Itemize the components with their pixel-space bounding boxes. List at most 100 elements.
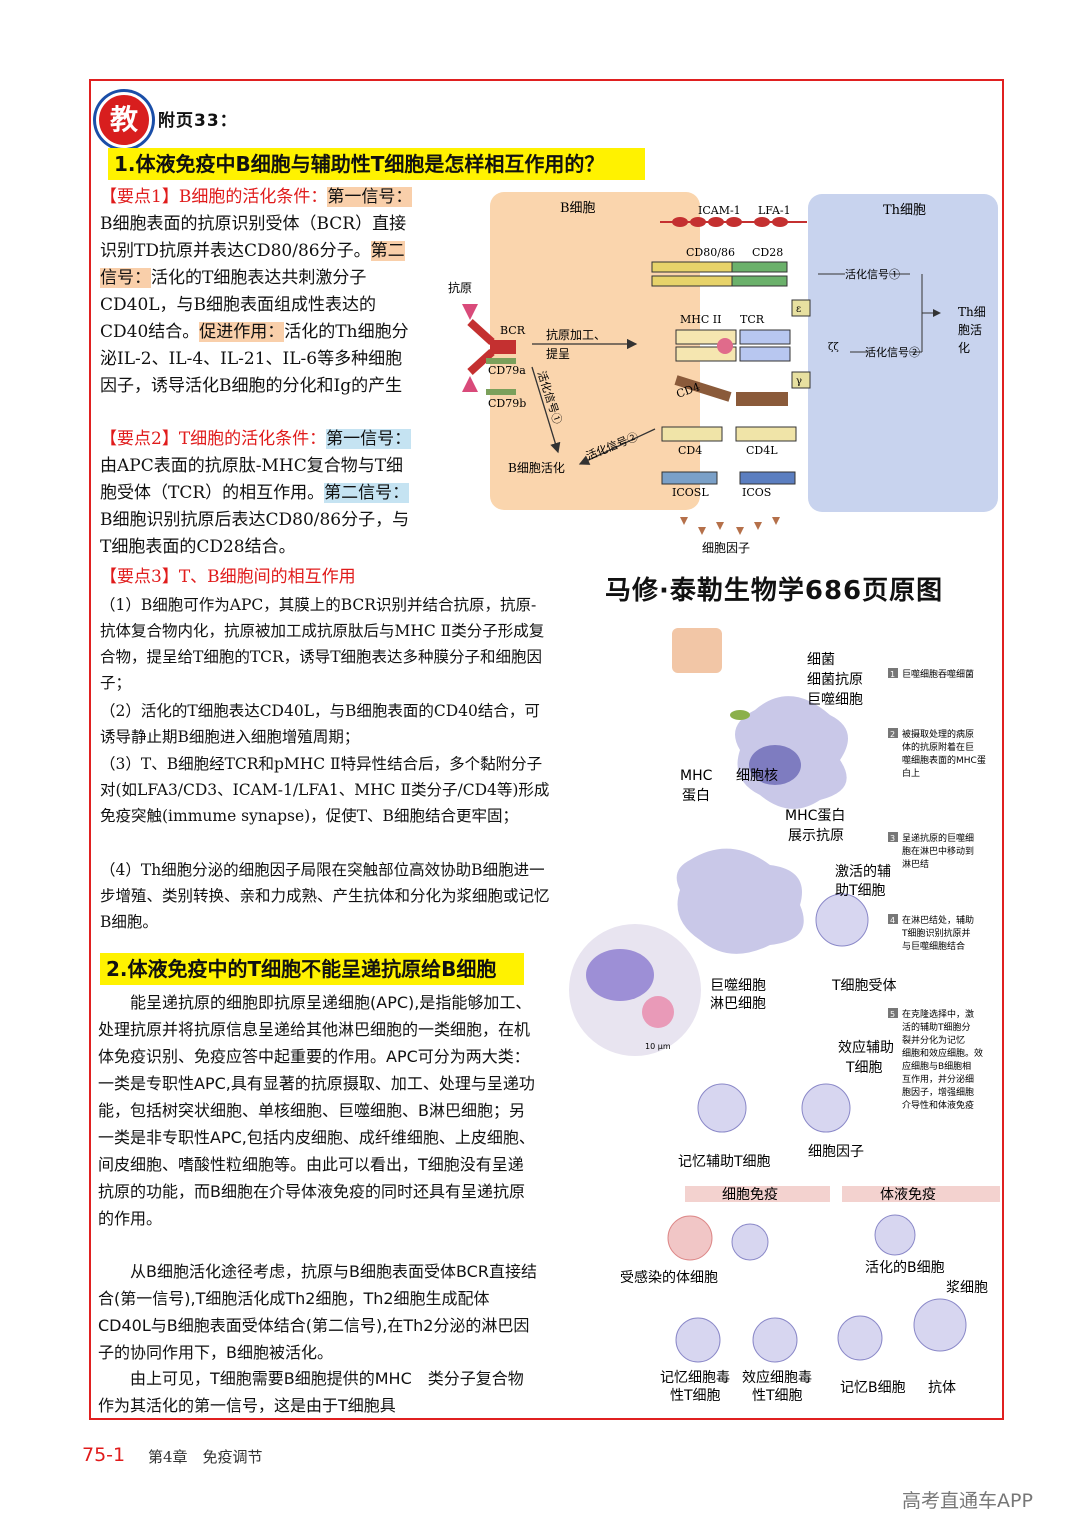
page-number: 75-1 xyxy=(82,1444,126,1466)
cd40-cd40l-pair xyxy=(661,426,797,442)
bcr-label: BCR xyxy=(500,324,526,337)
zeta-label: ζζ xyxy=(828,342,839,353)
kp2-title: T细胞的活化条件： xyxy=(178,429,327,449)
step2-text-c: 噬细胞表面的MHC蛋 xyxy=(902,754,986,766)
figure2-title: 马修·泰勒生物学686页原图 xyxy=(605,576,944,606)
th-signal2-label: 活化信号② xyxy=(865,345,920,359)
label-mem-b: 记忆B细胞 xyxy=(840,1380,906,1396)
activated-helper-t xyxy=(815,893,869,947)
b-activation-label: B细胞活化 xyxy=(508,461,565,475)
cytokine-label: 细胞因子 xyxy=(702,541,750,555)
label-nucleus: 细胞核 xyxy=(736,768,778,784)
label-plasma: 浆细胞 xyxy=(946,1280,988,1296)
label-mhc-2: 蛋白 xyxy=(682,788,710,804)
kp3-tag: 【要点3】 xyxy=(100,567,179,587)
step3-num: 3 xyxy=(890,834,895,843)
step1-marker xyxy=(888,668,898,678)
label-eff-th-1: 效应辅助 xyxy=(838,1039,894,1056)
step5-marker xyxy=(888,1008,898,1018)
key-point-3-title: 【要点3】T、B细胞间的相互作用 xyxy=(100,564,550,591)
processing-label-2: 提呈 xyxy=(546,346,570,361)
label-eff-ct-1: 效应细胞毒 xyxy=(742,1369,812,1386)
label-scale: 10 μm xyxy=(645,1042,671,1051)
step4-text-c: 与巨噬细胞结合 xyxy=(902,940,965,952)
kp3-title: T、B细胞间的相互作用 xyxy=(178,567,356,587)
step2-text-a: 被摄取处理的病原 xyxy=(902,728,974,740)
cd4-diagonal xyxy=(674,375,788,406)
step3-marker xyxy=(888,832,898,842)
signal1-arrow xyxy=(531,366,561,454)
macrophage-2 xyxy=(676,848,804,954)
b-cell-label: B细胞 xyxy=(560,201,596,216)
plasma-cell xyxy=(913,1298,967,1352)
kp1-text3: 活化的Th细胞分泌IL-2、IL-4、IL-21、IL-6等多种细胞因子，诱导活… xyxy=(100,322,409,396)
effector-helper-t xyxy=(801,1083,851,1133)
mhc-tcr-complex xyxy=(675,299,811,389)
tcr-label: TCR xyxy=(740,313,765,326)
label-bacteria: 细菌 xyxy=(807,652,835,668)
icosl-icos-pair xyxy=(661,471,796,485)
heading-1: 1.体液免疫中B细胞与辅助性T细胞是怎样相互作用的？ xyxy=(108,148,645,180)
sem-lymphocyte xyxy=(642,996,674,1028)
step1-num: 1 xyxy=(890,670,895,679)
step5-text-b: 活的辅助T细胞分 xyxy=(902,1021,971,1033)
icosl-label: ICOSL xyxy=(672,486,709,499)
kp3-paragraph-1: （1）B细胞可作为APC，其膜上的BCR识别并结合抗原，抗原-抗体复合物内化，抗… xyxy=(100,596,545,692)
gamma-label: γ xyxy=(796,376,802,387)
step2-marker xyxy=(888,728,898,738)
memory-helper-t xyxy=(697,1083,747,1133)
signal2-arrow xyxy=(578,428,656,465)
step3-text-a: 呈递抗原的巨噬细 xyxy=(902,832,974,844)
label-antibody: 抗体 xyxy=(928,1380,956,1396)
label-cell-immunity: 细胞免疫 xyxy=(722,1187,778,1203)
cd79a-label: CD79a xyxy=(488,364,526,377)
section2-paragraph-3: 由上可见，T细胞需要B细胞提供的MHC 类分子复合物作为其活化的第一信号，这是由… xyxy=(98,1365,538,1419)
kp2-signal2: 第二信号： xyxy=(324,483,410,503)
icam-lfa-pair xyxy=(660,217,807,227)
activated-b xyxy=(874,1214,916,1256)
memory-b xyxy=(837,1315,883,1361)
kp1-title: B细胞的活化条件： xyxy=(178,187,328,207)
b-cell-body xyxy=(490,192,700,510)
cytokine-dots xyxy=(680,517,780,535)
step5-text-c: 裂并分化为记忆 xyxy=(902,1034,965,1046)
cd28-label: CD28 xyxy=(752,246,783,259)
kp1-signal1: 第一信号： xyxy=(327,187,413,207)
bcr-shape xyxy=(467,319,495,375)
label-mem-ct-2: 性T细胞 xyxy=(670,1388,721,1404)
humoral-immunity-bar xyxy=(842,1186,1000,1202)
kp2-text1: 由APC表面的抗原肽-MHC复合物与T细胞受体（TCR）的相互作用。 xyxy=(100,456,404,503)
label-act-b: 活化的B细胞 xyxy=(865,1260,945,1276)
th-signal1-label: 活化信号① xyxy=(845,267,900,281)
label-act-th-1: 激活的辅 xyxy=(835,863,891,880)
step4-text-a: 在淋巴结处，辅助 xyxy=(902,914,974,926)
th-cell-body xyxy=(808,194,998,512)
kp2-tag: 【要点2】 xyxy=(100,429,179,449)
kp1-promote: 促进作用： xyxy=(199,322,285,342)
section2-text-1: 能呈递抗原的细胞即抗原呈递细胞(APC),是指能够加工、处理抗原并将抗原信息呈递… xyxy=(98,993,535,1228)
bcr-stem xyxy=(490,340,516,354)
effector-cytotoxic-t xyxy=(752,1317,798,1363)
label-macrophage-2: 巨噬细胞 xyxy=(710,978,766,994)
section2-paragraph-1: 能呈递抗原的细胞即抗原呈递细胞(APC),是指能够加工、处理抗原并将抗原信息呈递… xyxy=(98,989,538,1232)
icos-label: ICOS xyxy=(742,486,771,499)
key-point-1: 【要点1】B细胞的活化条件：第一信号：B细胞表面的抗原识别受体（BCR）直接识别… xyxy=(100,184,418,400)
label-mhc-show-2: 展示抗原 xyxy=(788,828,844,844)
step5-num: 5 xyxy=(890,1010,895,1019)
teacher-badge: 教 xyxy=(96,92,152,148)
cd4l-label: CD4L xyxy=(746,444,778,457)
kp3-paragraph-3: （3）T、B细胞经TCR和pMHC Ⅱ特异性结合后，多个黏附分子对(如LFA3/… xyxy=(100,755,550,825)
step5-text-f: 互作用，并分泌细 xyxy=(902,1073,974,1085)
cd4b-label: CD4 xyxy=(678,444,702,457)
th-activation-1: Th细 xyxy=(958,305,986,319)
bacterium xyxy=(730,710,750,720)
section2-text-3: 由上可见，T细胞需要B细胞提供的MHC 类分子复合物作为其活化的第一信号，这是由… xyxy=(98,1369,524,1415)
cd79a-bar xyxy=(486,358,516,364)
heading-2: 2.体液免疫中的T细胞不能呈递抗原给B细胞 xyxy=(100,953,524,985)
bt-interaction-diagram: B细胞 Th细胞 抗原 BCR CD79a CD79b 抗原加工、 提呈 活化信… xyxy=(448,192,998,555)
label-eff-th-2: T细胞 xyxy=(845,1060,883,1076)
antigen-shape-1 xyxy=(462,304,478,320)
label-bacteria-antigen: 细菌抗原 xyxy=(807,672,863,688)
th-cell-label: Th细胞 xyxy=(883,203,926,218)
label-eff-ct-2: 性T细胞 xyxy=(752,1388,803,1404)
